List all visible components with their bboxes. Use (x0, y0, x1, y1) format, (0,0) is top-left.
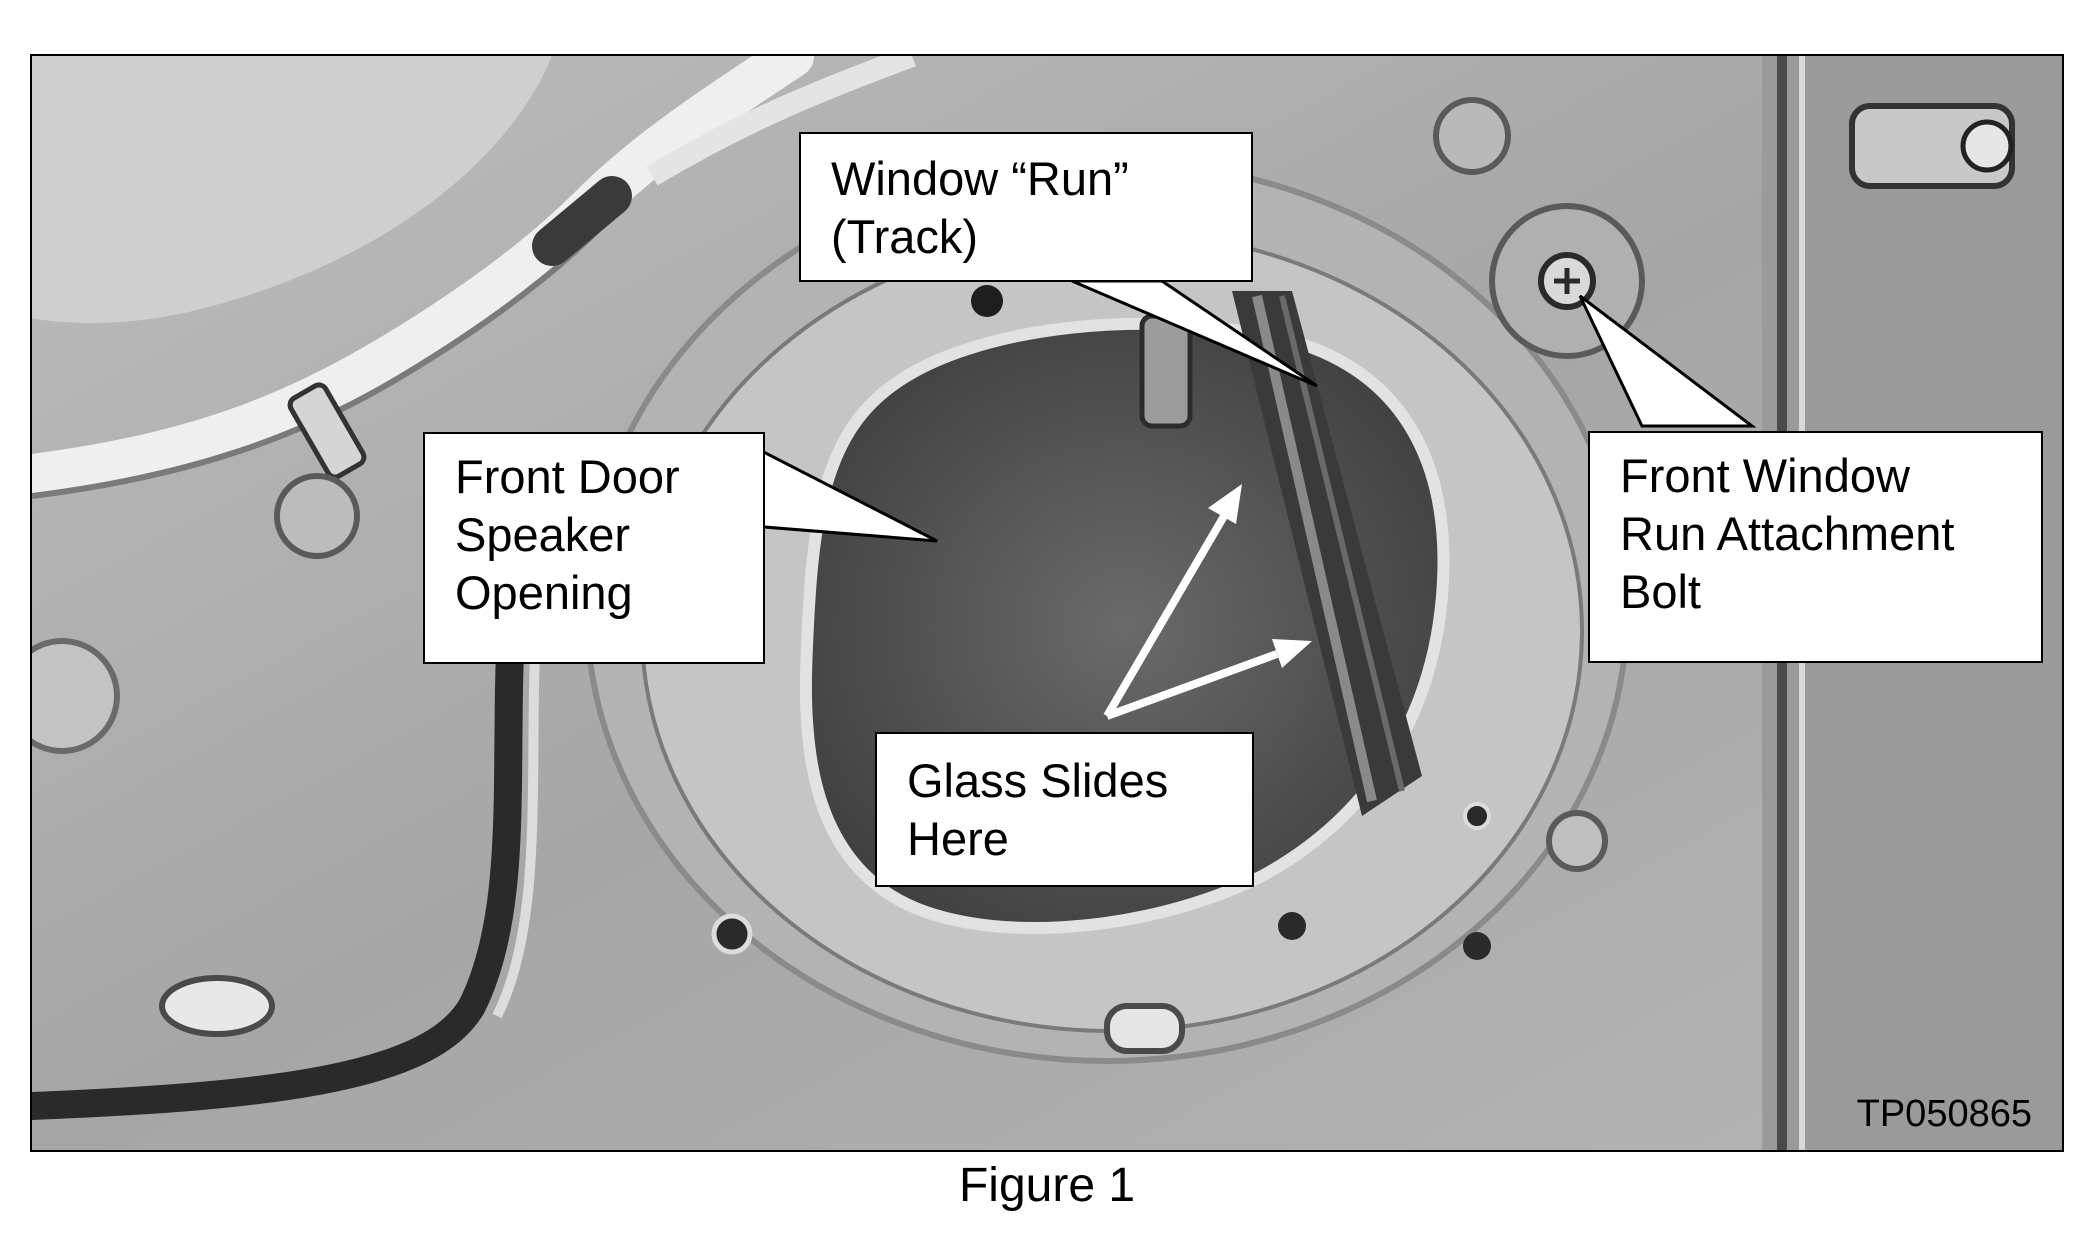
speaker-opening-line-2: Speaker (455, 508, 631, 561)
clip-hole-7 (1546, 810, 1608, 872)
clip-hole-4 (1278, 912, 1306, 940)
wire-harness (32, 56, 814, 498)
figure-caption: Figure 1 (958, 1159, 1136, 1212)
bolt-callout-pointer (1578, 294, 1757, 428)
glass-slides-line-2: Here (907, 812, 1009, 865)
window-run-track-rib (1252, 294, 1377, 803)
wire-harness-shadow (32, 223, 605, 499)
clip-hole-8 (1433, 97, 1511, 175)
window-run-line-2: (Track) (831, 210, 979, 263)
bolt-head-cross (1554, 268, 1580, 294)
lower-slot (1104, 1003, 1185, 1054)
photo-id: TP050865 (1856, 1093, 2032, 1135)
lower-left-slot (159, 975, 275, 1037)
clip-hole-1 (274, 473, 360, 559)
attachment-bolt-callout: Front Window Run Attachment Bolt (1588, 431, 2043, 663)
clip-hole-6 (1463, 802, 1491, 830)
wire-harness-upper (646, 56, 916, 186)
clip-hole-5 (1463, 932, 1491, 960)
speaker-opening-callout: Front Door Speaker Opening (423, 432, 765, 664)
clip-hole-2 (971, 285, 1003, 317)
glass-arrow-1-head (1208, 484, 1242, 524)
window-run-callout: Window “Run” (Track) (799, 132, 1253, 282)
glass-arrow-1 (1103, 508, 1231, 719)
left-recess-edge (32, 602, 526, 1120)
door-panel-photo: Window “Run” (Track) Front Door Speaker … (30, 54, 2064, 1152)
attachment-bolt-line-2: Run Attachment (1620, 507, 1955, 560)
window-run-line-1: Window “Run” (831, 152, 1129, 205)
speaker-opening-line-3: Opening (455, 566, 633, 619)
upper-left-stamping (32, 56, 552, 323)
attachment-bolt-line-3: Bolt (1620, 565, 1701, 618)
left-recess-highlight (492, 615, 542, 1019)
latch-bolt (1960, 119, 2014, 173)
glass-slides-callout: Glass Slides Here (875, 732, 1254, 887)
glass-arrow-2-head (1272, 639, 1312, 668)
speaker-opening-line-1: Front Door (455, 450, 680, 503)
left-edge-boss (32, 638, 120, 754)
glass-slides-line-1: Glass Slides (907, 754, 1169, 807)
clip-hole-3 (711, 913, 753, 955)
attachment-bolt-line-1: Front Window (1620, 449, 1910, 502)
wire-clip (287, 382, 367, 480)
tape-wrap (532, 176, 632, 266)
track-bracket (1139, 313, 1193, 429)
glass-arrow-2 (1105, 650, 1279, 720)
